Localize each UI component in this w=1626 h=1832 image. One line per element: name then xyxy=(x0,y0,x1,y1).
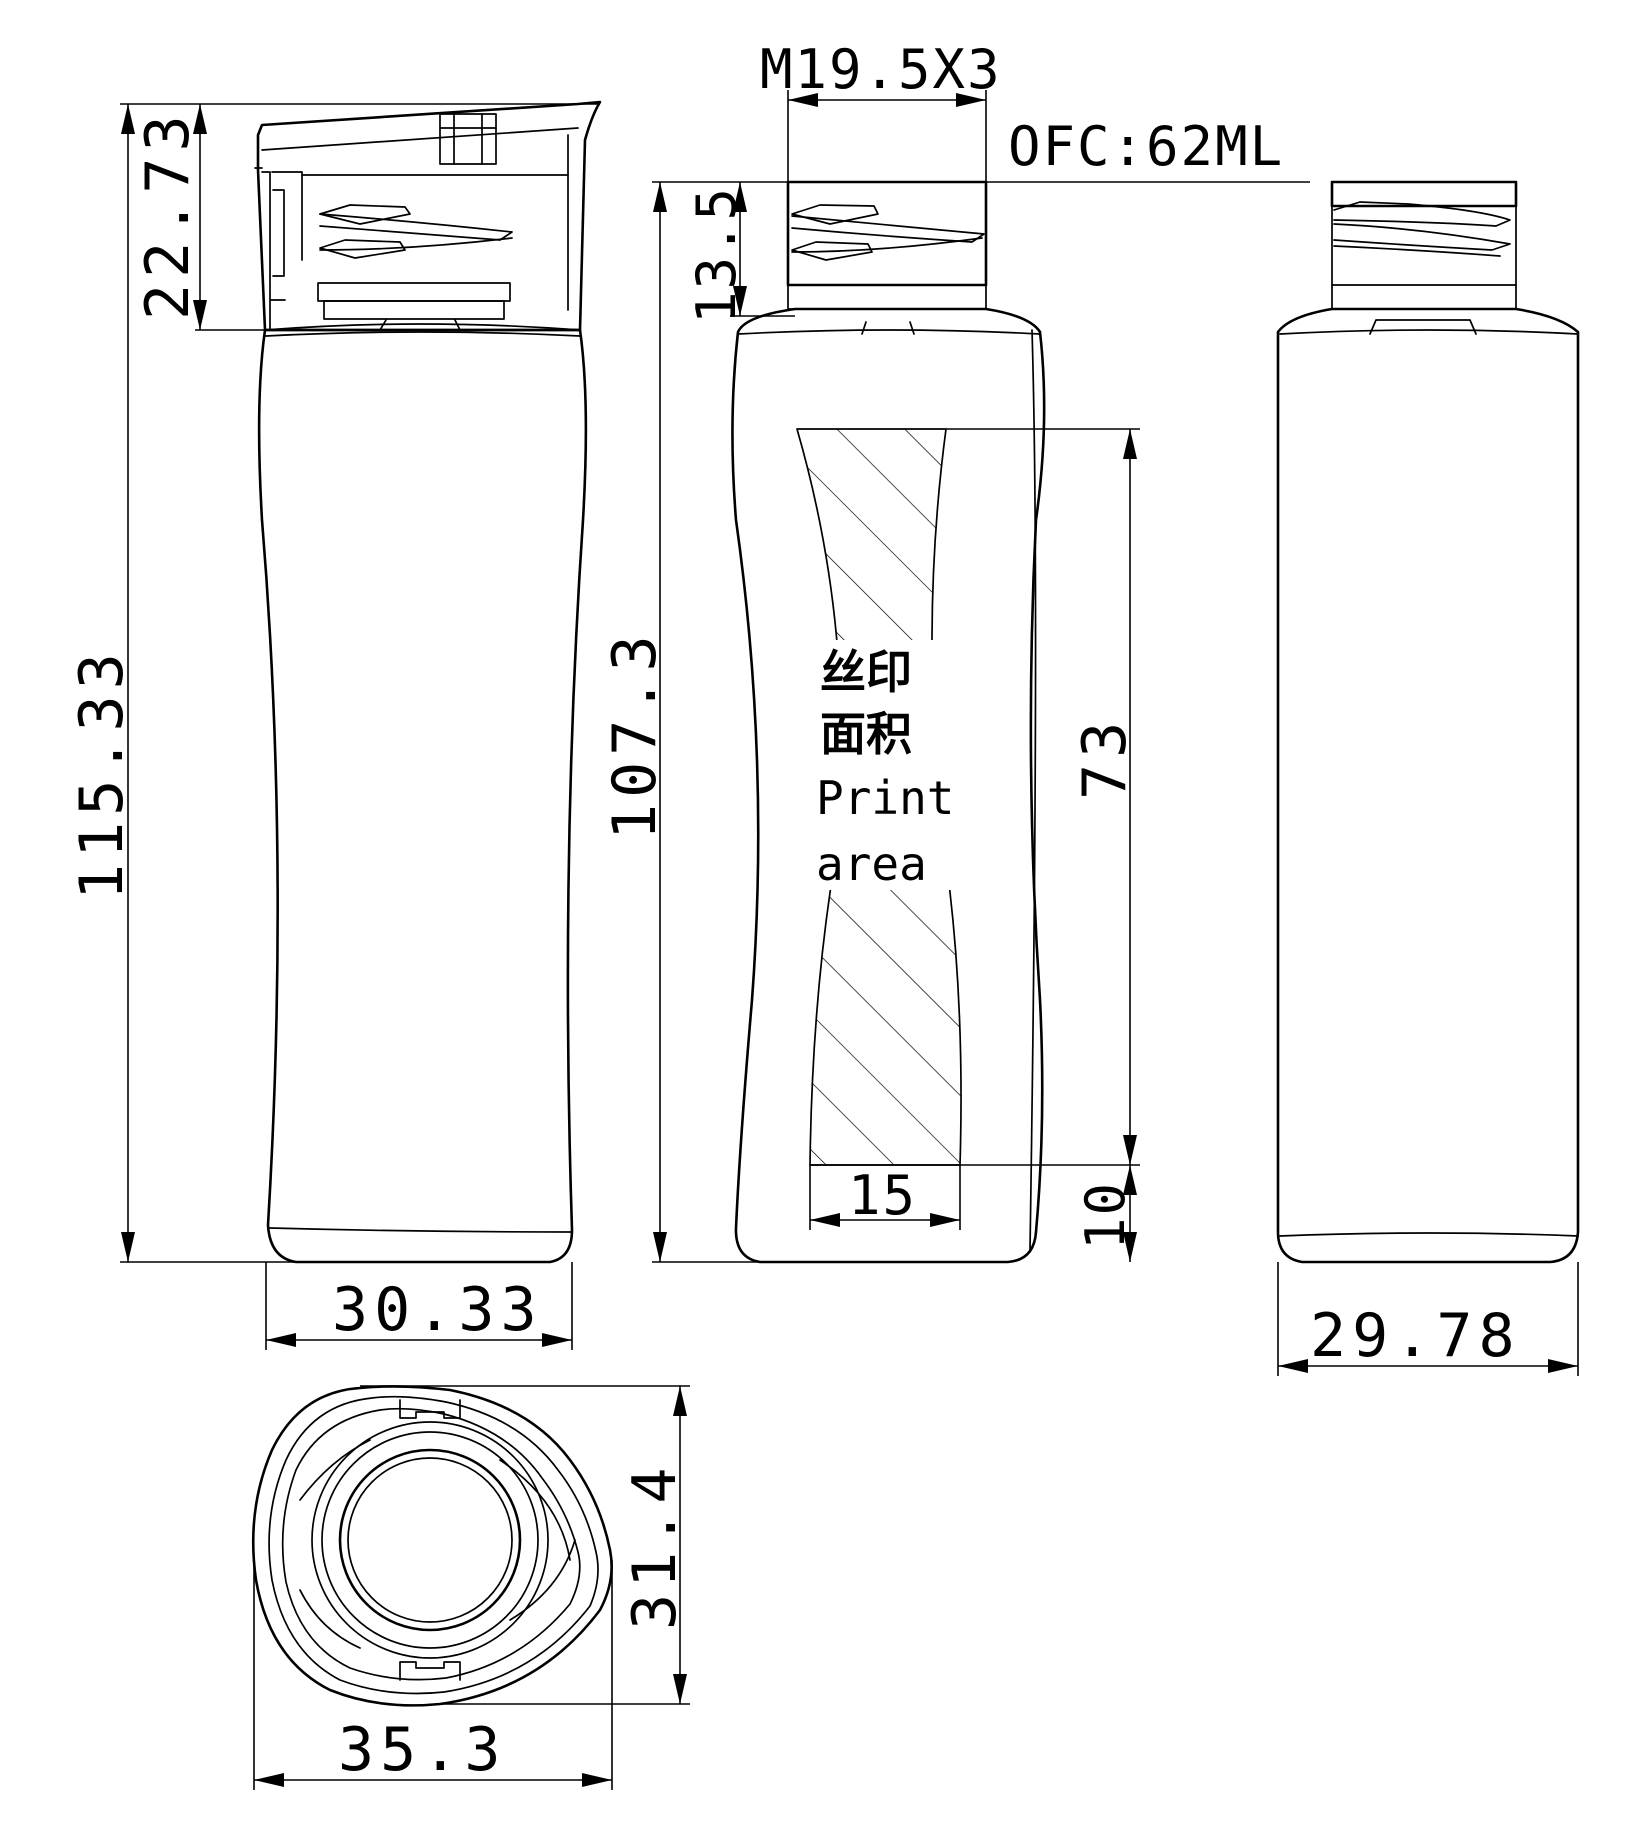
cap-height-label: 22.73 xyxy=(133,109,203,320)
dim-print-bottom-offset: 10 xyxy=(810,1164,1140,1262)
dim-top-width: 35.3 xyxy=(253,1560,613,1790)
print-height-label: 73 xyxy=(1070,716,1140,800)
dim-thread: M19.5X3 xyxy=(760,38,1002,182)
top-opening xyxy=(338,1448,522,1632)
bottle-height-label: 107.3 xyxy=(600,629,670,840)
capacity-label: OFC:62ML xyxy=(1008,115,1284,178)
print-area-label-en-2: area xyxy=(816,837,927,891)
dim-print-height: 73 xyxy=(946,428,1140,1165)
top-width-label: 35.3 xyxy=(338,1715,507,1785)
print-bottom-offset-label: 10 xyxy=(1074,1181,1137,1250)
top-outer-outline xyxy=(251,1385,613,1707)
body-width-side-label: 29.78 xyxy=(1310,1301,1521,1371)
capacity-note: OFC:62ML xyxy=(652,115,1310,183)
side-view xyxy=(1276,180,1580,1264)
top-depth-label: 31.4 xyxy=(620,1462,690,1631)
dim-bottle-height: 107.3 xyxy=(600,182,1008,1263)
print-area: 丝印 面积 Print area xyxy=(796,428,962,1166)
dim-body-width-front: 30.33 xyxy=(265,1262,573,1350)
side-body-outline xyxy=(1276,307,1580,1264)
cap-outline xyxy=(256,100,602,332)
body-width-front-label: 30.33 xyxy=(332,1275,543,1345)
top-view xyxy=(251,1385,613,1707)
dim-total-height: 115.33 xyxy=(67,103,296,1263)
front-view-with-cap xyxy=(254,100,602,1264)
neck-height-label: 13.5 xyxy=(685,186,748,324)
print-width-label: 15 xyxy=(848,1164,917,1227)
print-area-label-cn-2: 面积 xyxy=(820,707,912,761)
thread-spec-label: M19.5X3 xyxy=(760,38,1002,101)
dim-body-width-side: 29.78 xyxy=(1277,1262,1579,1376)
neck-outline xyxy=(786,180,988,287)
print-area-label-cn-1: 丝印 xyxy=(820,645,912,699)
print-area-label-en-1: Print xyxy=(816,771,954,825)
dim-print-width: 15 xyxy=(809,1164,961,1230)
front-body-outline xyxy=(257,328,588,1264)
total-height-label: 115.33 xyxy=(67,647,137,900)
dim-cap-height: 22.73 xyxy=(133,103,600,331)
dim-top-depth: 31.4 xyxy=(360,1385,690,1705)
dim-neck-height: 13.5 xyxy=(685,182,795,324)
